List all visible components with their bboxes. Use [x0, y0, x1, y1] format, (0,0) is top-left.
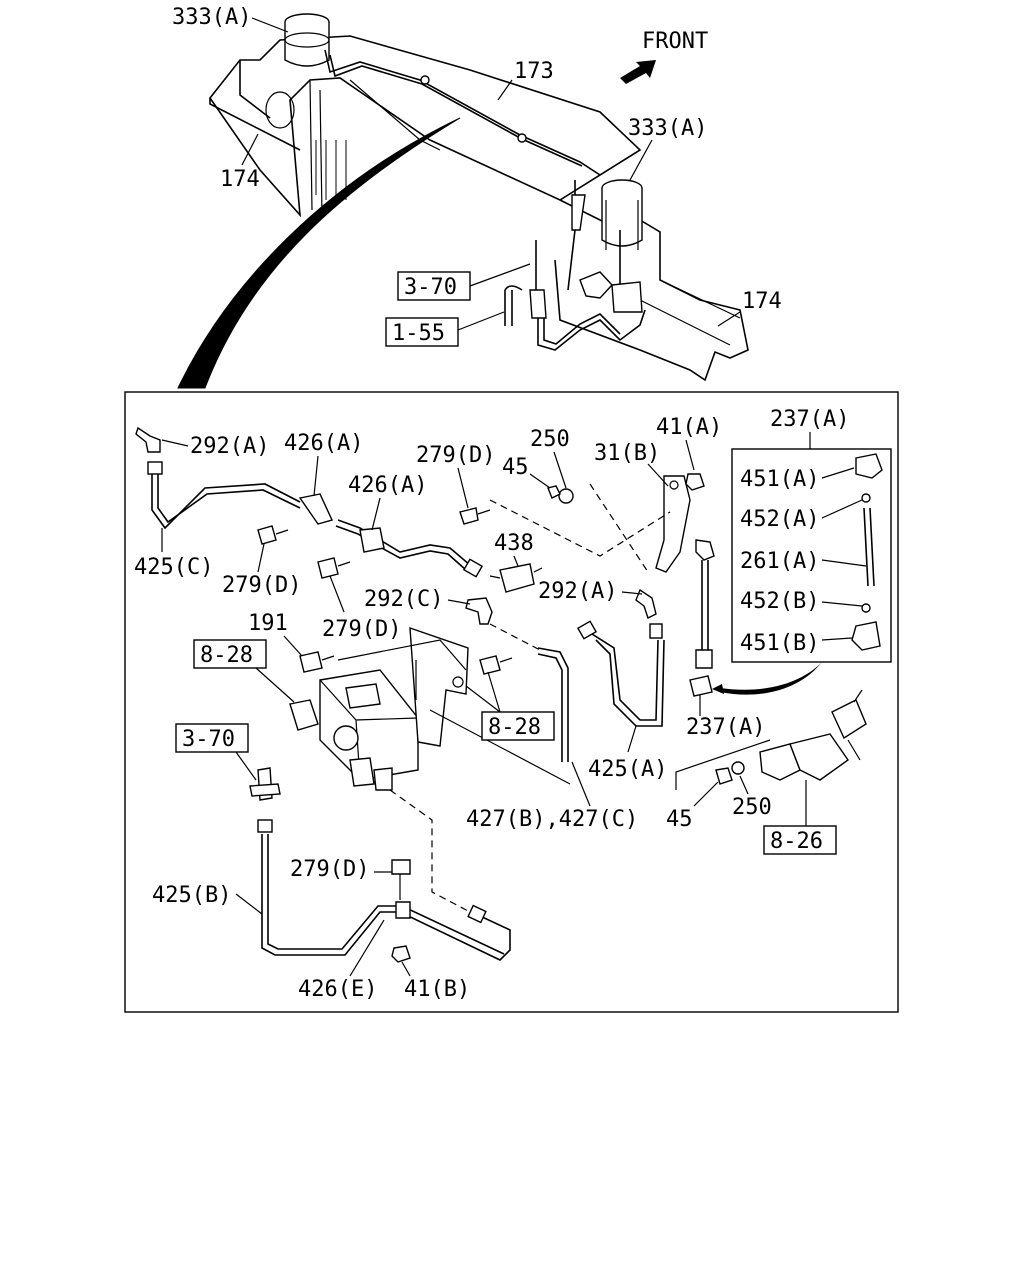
label-438: 438	[494, 531, 534, 556]
label-250-1: 250	[530, 427, 570, 452]
ref-8-28-mid: 8-28	[488, 715, 541, 740]
detail-parts	[135, 426, 883, 963]
ref-1-55-overview: 1-55	[392, 321, 445, 346]
label-45-1: 45	[502, 455, 529, 480]
label-174-right: 174	[742, 289, 782, 314]
label-451a: 451(A)	[740, 467, 819, 492]
label-427: 427(B),427(C)	[466, 807, 638, 832]
label-425c: 425(C)	[134, 555, 213, 580]
label-425b: 425(B)	[152, 883, 231, 908]
label-452a: 452(A)	[740, 507, 819, 532]
label-31b: 31(B)	[594, 441, 660, 466]
label-279d-2: 279(D)	[222, 573, 301, 598]
label-250-2: 250	[732, 795, 772, 820]
ref-3-70-detail: 3-70	[182, 727, 235, 752]
label-41b: 41(B)	[404, 977, 470, 1002]
label-45-2: 45	[666, 807, 693, 832]
label-237a-mid: 237(A)	[686, 715, 765, 740]
detail-callouts: 292(A) 426(A) 279(D) 250 41(A) 237(A) 42…	[134, 407, 867, 1002]
label-333a-top: 333(A)	[172, 5, 251, 30]
label-426a-2: 426(A)	[348, 473, 427, 498]
label-279d-1: 279(D)	[416, 443, 495, 468]
label-452b: 452(B)	[740, 589, 819, 614]
label-425a: 425(A)	[588, 757, 667, 782]
label-426a-1: 426(A)	[284, 431, 363, 456]
label-174-left: 174	[220, 167, 260, 192]
frame-overview	[177, 13, 749, 389]
front-label: FRONT	[642, 29, 708, 54]
label-279d-4: 279(D)	[290, 857, 369, 882]
label-451b: 451(B)	[740, 631, 819, 656]
label-279d-3: 279(D)	[322, 617, 401, 642]
label-333a-right: 333(A)	[628, 116, 707, 141]
ref-8-28-left: 8-28	[200, 643, 253, 668]
label-292a-1: 292(A)	[190, 434, 269, 459]
label-41a: 41(A)	[656, 415, 722, 440]
reservoir-left	[284, 13, 330, 67]
ref-3-70-overview: 3-70	[404, 275, 457, 300]
reservoir-right	[601, 179, 643, 250]
label-292c: 292(C)	[364, 587, 443, 612]
front-arrow: FRONT	[620, 29, 708, 84]
ref-8-26: 8-26	[770, 829, 823, 854]
overview-callouts: 333(A) 173 333(A) 174 174 3-70 1-55	[172, 5, 782, 347]
kit-237a-box	[731, 448, 892, 663]
detail-frame	[124, 391, 899, 1013]
label-261a: 261(A)	[740, 549, 819, 574]
label-173: 173	[514, 59, 554, 84]
label-292a-2: 292(A)	[538, 579, 617, 604]
label-426e: 426(E)	[298, 977, 377, 1002]
label-237a-top: 237(A)	[770, 407, 849, 432]
label-191: 191	[248, 611, 288, 636]
